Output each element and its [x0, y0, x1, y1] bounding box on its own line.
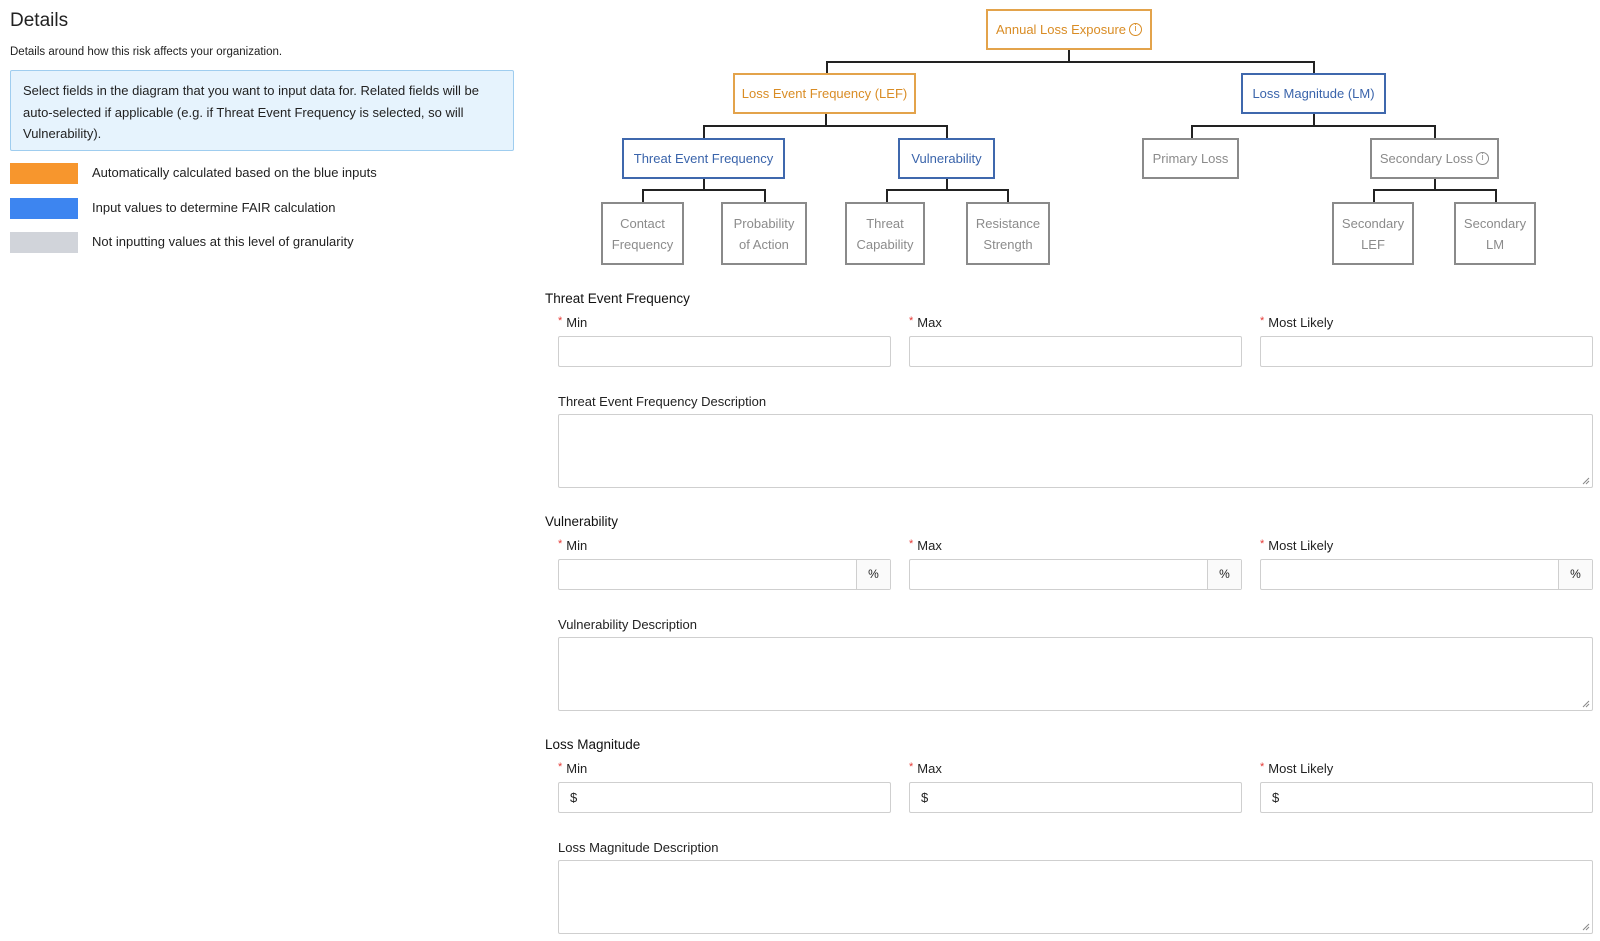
node-loss-event-frequency[interactable]: Loss Event Frequency (LEF)	[733, 73, 916, 114]
dollar-prefix: $	[570, 790, 578, 805]
tef-description-textarea[interactable]	[558, 414, 1593, 488]
node-probability-of-action[interactable]: Probability of Action	[721, 202, 807, 265]
lm-min-input[interactable]: $	[558, 782, 891, 813]
dollar-prefix: $	[921, 790, 929, 805]
vulnerability-description-textarea[interactable]	[558, 637, 1593, 711]
tef-min-label: *Min	[558, 315, 587, 330]
vuln-max-input[interactable]: %	[909, 559, 1242, 590]
node-loss-magnitude[interactable]: Loss Magnitude (LM)	[1241, 73, 1386, 114]
required-mark: *	[909, 538, 914, 550]
info-icon: i	[1129, 23, 1143, 36]
node-label-line1: Threat	[866, 215, 904, 231]
node-label-line2: Strength	[983, 236, 1033, 252]
tef-min-input[interactable]	[558, 336, 891, 367]
node-primary-loss[interactable]: Primary Loss	[1142, 138, 1239, 179]
required-mark: *	[558, 538, 563, 550]
node-label-line2: Capability	[856, 236, 914, 252]
percent-suffix: %	[1207, 560, 1241, 589]
tef-most-likely-input[interactable]	[1260, 336, 1593, 367]
node-label: Secondary Loss	[1379, 151, 1474, 166]
label-text: Max	[917, 315, 942, 330]
label-text: Most Likely	[1268, 538, 1334, 553]
dollar-prefix: $	[1272, 790, 1280, 805]
node-label-line2: of Action	[739, 236, 789, 252]
label-text: Min	[566, 761, 588, 776]
loss-magnitude-description-label: Loss Magnitude Description	[558, 840, 719, 855]
node-vulnerability[interactable]: Vulnerability	[898, 138, 995, 179]
required-mark: *	[558, 761, 563, 773]
legend-label-auto: Automatically calculated based on the bl…	[92, 165, 377, 180]
legend-swatch-auto	[10, 163, 78, 184]
label-text: Max	[917, 538, 942, 553]
required-mark: *	[1260, 315, 1265, 327]
legend-swatch-none	[10, 232, 78, 253]
lm-max-input[interactable]: $	[909, 782, 1242, 813]
resize-grip-icon[interactable]	[1582, 923, 1590, 931]
node-label-line2: LM	[1485, 236, 1505, 252]
info-box: Select fields in the diagram that you wa…	[10, 70, 514, 151]
details-subtitle: Details around how this risk affects you…	[10, 46, 283, 58]
node-label: Loss Magnitude (LM)	[1252, 86, 1375, 101]
legend-label-none: Not inputting values at this level of gr…	[92, 234, 354, 249]
node-label-line1: Probability	[733, 215, 795, 231]
node-threat-event-frequency[interactable]: Threat Event Frequency	[622, 138, 785, 179]
lm-most-likely-input[interactable]: $	[1260, 782, 1593, 813]
legend-label-input: Input values to determine FAIR calculati…	[92, 200, 336, 215]
resize-grip-icon[interactable]	[1582, 477, 1590, 485]
required-mark: *	[909, 761, 914, 773]
label-text: Most Likely	[1268, 315, 1334, 330]
node-label-line1: Secondary	[1341, 215, 1405, 231]
label-text: Min	[566, 315, 588, 330]
vulnerability-section-title: Vulnerability	[545, 514, 619, 529]
lm-most-likely-label: *Most Likely	[1260, 761, 1333, 776]
resize-grip-icon[interactable]	[1582, 700, 1590, 708]
node-label-line2: LEF	[1361, 236, 1385, 252]
node-label: Threat Event Frequency	[633, 151, 774, 166]
node-label-line1: Contact	[620, 215, 665, 231]
details-title: Details	[10, 10, 69, 31]
vuln-min-label: *Min	[558, 538, 587, 553]
tef-most-likely-label: *Most Likely	[1260, 315, 1333, 330]
required-mark: *	[558, 315, 563, 327]
tef-max-label: *Max	[909, 315, 942, 330]
lm-min-label: *Min	[558, 761, 587, 776]
vulnerability-description-label: Vulnerability Description	[558, 617, 697, 632]
legend-swatch-input	[10, 198, 78, 219]
percent-suffix: %	[1558, 560, 1592, 589]
percent-suffix: %	[856, 560, 890, 589]
node-label: Vulnerability	[911, 151, 982, 166]
required-mark: *	[1260, 761, 1265, 773]
node-label: Loss Event Frequency (LEF)	[741, 86, 908, 101]
loss-magnitude-description-textarea[interactable]	[558, 860, 1593, 934]
tef-max-input[interactable]	[909, 336, 1242, 367]
loss-magnitude-section-title: Loss Magnitude	[545, 737, 641, 752]
required-mark: *	[909, 315, 914, 327]
label-text: Max	[917, 761, 942, 776]
node-label-line1: Secondary	[1463, 215, 1527, 231]
node-label: Primary Loss	[1152, 151, 1229, 166]
vuln-most-likely-label: *Most Likely	[1260, 538, 1333, 553]
node-label: Annual Loss Exposure	[995, 22, 1127, 37]
required-mark: *	[1260, 538, 1265, 550]
label-text: Min	[566, 538, 588, 553]
vuln-min-input[interactable]: %	[558, 559, 891, 590]
vuln-max-label: *Max	[909, 538, 942, 553]
node-label-line2: Frequency	[611, 236, 674, 252]
info-icon: i	[1476, 152, 1490, 165]
lm-max-label: *Max	[909, 761, 942, 776]
vuln-most-likely-input[interactable]: %	[1260, 559, 1593, 590]
label-text: Most Likely	[1268, 761, 1334, 776]
tef-section-title: Threat Event Frequency	[545, 291, 690, 306]
tef-description-label: Threat Event Frequency Description	[558, 394, 767, 409]
node-label-line1: Resistance	[975, 215, 1041, 231]
